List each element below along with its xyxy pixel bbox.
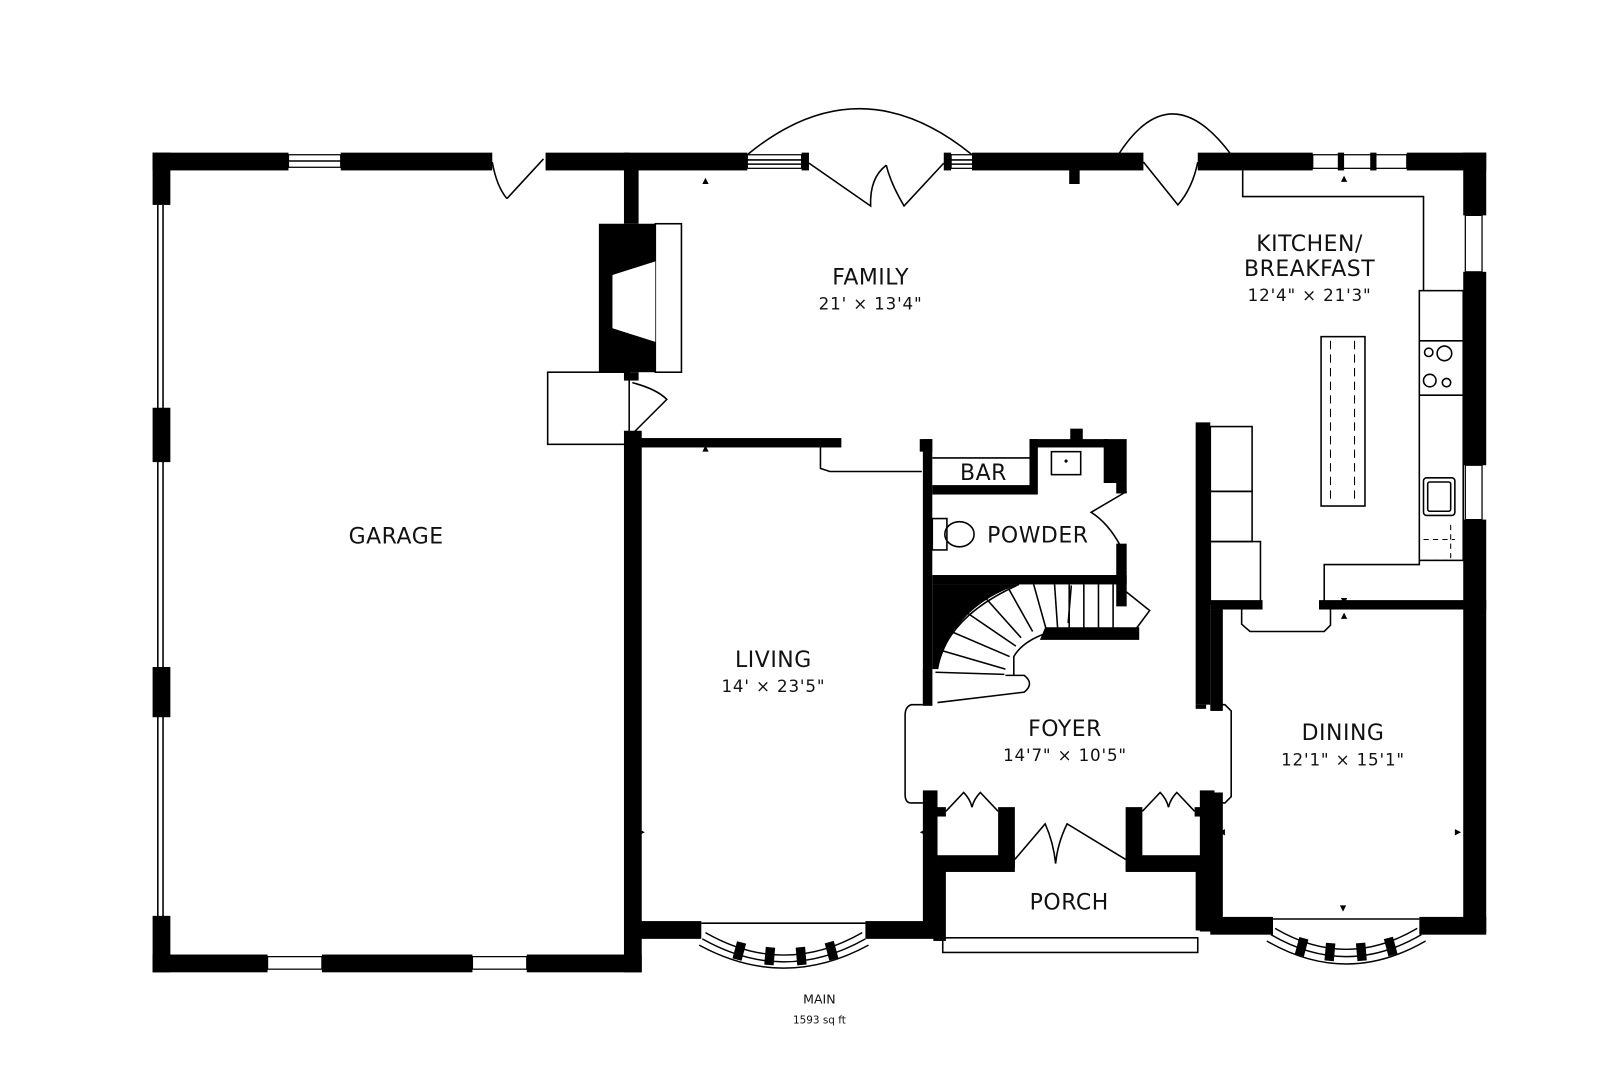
room-dims-kitchen: 12'4" × 21'3": [1248, 285, 1372, 305]
room-dims-dining: 12'1" × 15'1": [1281, 749, 1405, 769]
dining-walls: [1210, 609, 1487, 965]
room-dims-family: 21' × 13'4": [819, 293, 923, 313]
family-top-wall: [623, 108, 1487, 208]
room-label-dining: DINING: [1302, 721, 1385, 746]
room-label-kitchen-line2: BREAKFAST: [1244, 257, 1375, 282]
room-dims-living: 14' × 23'5": [721, 676, 825, 696]
living-walls: [628, 438, 939, 969]
room-label-foyer: FOYER: [1028, 717, 1102, 742]
room-label-family: FAMILY: [832, 265, 909, 290]
room-label-living: LIVING: [735, 648, 812, 673]
kitchen-fixtures: [1195, 152, 1487, 933]
fireplace: [598, 165, 683, 381]
room-label-porch: PORCH: [1030, 891, 1109, 916]
garage-walls: [152, 152, 668, 973]
room-dims-foyer: 14'7" × 10'5": [1003, 745, 1127, 765]
level-area: 1593 sq ft: [793, 1015, 846, 1027]
room-label-kitchen-line1: KITCHEN/: [1256, 232, 1363, 257]
room-label-powder: POWDER: [987, 524, 1088, 549]
room-label-bar: BAR: [960, 461, 1007, 486]
dimension-markers: [638, 175, 1462, 912]
room-label-garage: GARAGE: [349, 525, 444, 550]
level-name: MAIN: [803, 992, 835, 1007]
bar-powder-walls: [919, 428, 1151, 706]
